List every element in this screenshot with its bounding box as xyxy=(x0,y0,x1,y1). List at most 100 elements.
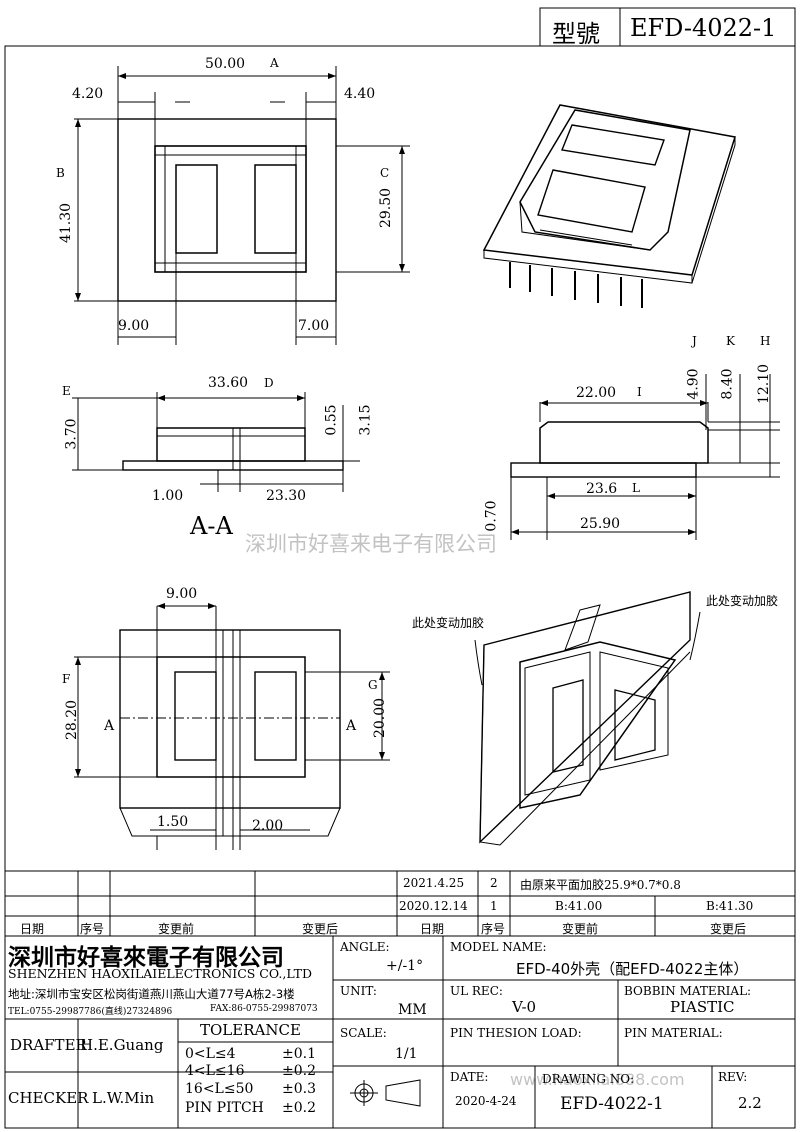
company-en: SHENZHEN HAOXILAIELECTRONICS CO.,LTD xyxy=(8,966,312,981)
tol-range-0: 0<L≤4 xyxy=(185,1046,236,1062)
hdr-after: 变更后 xyxy=(302,922,339,936)
change-after-1: B:41.30 xyxy=(706,899,754,913)
dim-rs-bottom: 25.90 xyxy=(580,516,621,532)
section-label: A-A xyxy=(190,512,233,540)
scale-label: SCALE: xyxy=(340,1026,387,1040)
angle-label: ANGLE: xyxy=(340,940,390,954)
note-right: 此处变动加胶 xyxy=(706,594,779,608)
dim-bv-height: 28.20 xyxy=(64,699,81,741)
dim-width: 50.00 xyxy=(205,56,246,72)
change-date-1: 2020.12.14 xyxy=(399,899,468,913)
tag-b: B xyxy=(56,166,65,180)
tolerance-label: TOLERANCE xyxy=(200,1021,301,1039)
tol-val-0: ±0.1 xyxy=(282,1046,316,1062)
hdr-before-2: 变更前 xyxy=(562,922,599,936)
company-fax: FAX:86-0755-29987073 xyxy=(210,1004,318,1014)
tol-val-1: ±0.2 xyxy=(282,1063,316,1079)
tag-j: J xyxy=(692,334,697,348)
unit-label: UNIT: xyxy=(340,984,377,998)
tag-c: C xyxy=(380,166,390,180)
tag-k: K xyxy=(726,334,735,348)
dim-bv-b-right: 2.00 xyxy=(252,818,284,834)
dim-rs-top: 22.00 xyxy=(576,385,617,401)
dim-bv-inner: 20.00 xyxy=(372,697,389,739)
date-label: DATE: xyxy=(450,1070,489,1084)
tag-i: I xyxy=(637,385,642,399)
dim-rs-mid: 23.6 xyxy=(586,481,618,497)
ul-label: UL REC: xyxy=(450,984,503,998)
tol-val-2: ±0.3 xyxy=(282,1081,316,1097)
rev-label: REV: xyxy=(718,1070,748,1084)
dim-side-mid: 3.15 xyxy=(357,404,374,436)
header-box xyxy=(539,7,796,47)
change-no-1: 1 xyxy=(490,899,498,913)
drawing-no-value: EFD-4022-1 xyxy=(560,1094,664,1114)
date-value: 2020-4-24 xyxy=(455,1094,517,1108)
unit-value: MM xyxy=(398,1002,427,1018)
note-left: 此处变动加胶 xyxy=(412,616,485,630)
hdr-no-2: 序号 xyxy=(481,922,506,936)
scale-value: 1/1 xyxy=(395,1046,418,1062)
tag-l: L xyxy=(632,481,640,495)
tag-g: G xyxy=(368,678,378,692)
dim-bottom-right: 7.00 xyxy=(298,318,330,334)
change-date-2: 2021.4.25 xyxy=(403,876,465,890)
tag-e: E xyxy=(62,384,71,398)
dim-side-small: 0.55 xyxy=(323,404,340,436)
tag-f: F xyxy=(62,672,71,686)
dim-right-gap: 4.40 xyxy=(344,86,376,102)
tag-d: D xyxy=(264,376,274,390)
hdr-before: 变更前 xyxy=(158,922,195,936)
tol-range-2: 16<L≤50 xyxy=(185,1081,254,1097)
dim-bv-top: 9.00 xyxy=(166,586,198,602)
tag-a: A xyxy=(270,56,279,70)
bobbin-value: PIASTIC xyxy=(670,998,735,1016)
dim-side-b-left: 1.00 xyxy=(152,488,184,504)
dim-left-gap: 4.20 xyxy=(72,86,104,102)
tag-h: H xyxy=(760,334,771,348)
dim-bottom-left: 9.00 xyxy=(118,318,150,334)
company-address: 地址:深圳市宝安区松岗街道燕川燕山大道77号A栋2-3楼 xyxy=(8,987,295,1001)
watermark-site: www.haoxilai888.com xyxy=(510,1070,685,1089)
change-desc-2: 由原来平面加胶25.9*0.7*0.8 xyxy=(520,878,681,892)
drafter-label: DRAFTER xyxy=(10,1036,87,1054)
outer-frame xyxy=(4,45,796,1129)
checker-name: L.W.Min xyxy=(92,1089,155,1107)
ul-value: V-0 xyxy=(512,998,537,1016)
model-label: 型號 xyxy=(552,20,600,48)
mark-a-right: A xyxy=(346,718,357,734)
watermark-company: 深圳市好喜来电子有限公司 xyxy=(245,532,497,556)
top-view-inner xyxy=(154,145,307,273)
dim-v1: 4.90 xyxy=(685,368,702,400)
hdr-after-2: 变更后 xyxy=(710,922,747,936)
dim-side-height: 3.70 xyxy=(63,418,80,450)
dim-inner-height: 29.50 xyxy=(378,187,395,229)
dim-v2: 8.40 xyxy=(719,368,736,400)
dim-rs-left: 0.70 xyxy=(483,500,500,532)
dim-v3: 12.10 xyxy=(756,363,773,405)
dim-height: 41.30 xyxy=(58,202,75,244)
pin-material-label: PIN MATERIAL: xyxy=(624,1026,723,1040)
dim-bv-b-left: 1.50 xyxy=(157,814,189,830)
pin-load-label: PIN THESION LOAD: xyxy=(450,1026,582,1040)
model-value: EFD-4022-1 xyxy=(630,14,777,42)
tol-val-3: ±0.2 xyxy=(282,1100,316,1116)
angle-value: +/-1° xyxy=(386,958,424,974)
company-cn: 深圳市好喜來電子有限公司 xyxy=(8,945,284,971)
checker-label: CHECKER xyxy=(8,1089,89,1107)
drafter-name: H.E.Guang xyxy=(80,1036,164,1054)
bobbin-label: BOBBIN MATERIAL: xyxy=(624,984,752,998)
model-name: EFD-40外壳（配EFD-4022主体） xyxy=(516,960,749,978)
change-no-2: 2 xyxy=(490,876,498,890)
hdr-date: 日期 xyxy=(20,922,45,936)
change-desc-1: B:41.00 xyxy=(555,899,603,913)
dim-side-b-right: 23.30 xyxy=(266,488,307,504)
hdr-date-2: 日期 xyxy=(420,922,445,936)
mark-a-left: A xyxy=(104,718,115,734)
model-name-label: MODEL NAME: xyxy=(450,940,547,954)
drawing-no-label: DRAWING NO: xyxy=(542,1072,635,1086)
rev-value: 2.2 xyxy=(738,1094,762,1112)
tol-range-3: PIN PITCH xyxy=(185,1100,264,1116)
